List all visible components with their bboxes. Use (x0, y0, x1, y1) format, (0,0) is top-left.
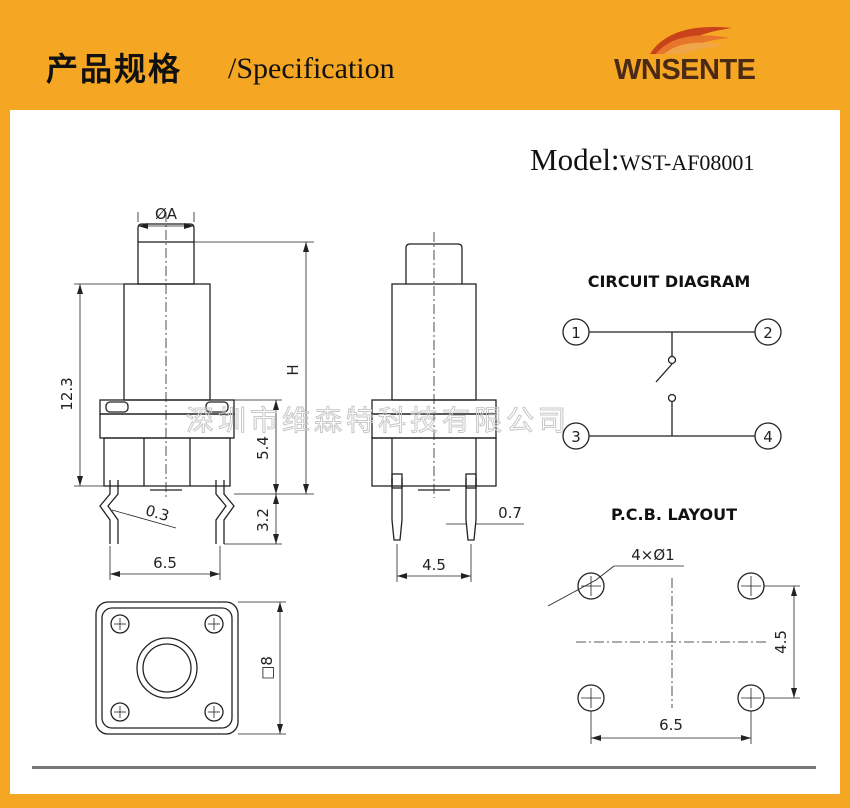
terminal-4: 4 (763, 428, 773, 446)
side-view (371, 232, 524, 582)
title-chinese: 产品规格 (46, 50, 183, 88)
terminal-2: 2 (763, 324, 773, 342)
pcb-dim-6-5: 6.5 (659, 716, 683, 734)
dim-width-4-5: 4.5 (422, 556, 446, 574)
dim-pin-3-2: 3.2 (254, 508, 272, 532)
dim-square-8: □8 (258, 656, 276, 680)
dim-diameter-a: ØA (155, 205, 178, 223)
dim-height-12-3: 12.3 (58, 377, 76, 410)
model-label: Model:WST-AF08001 (530, 142, 754, 178)
dim-pin-0-7: 0.7 (498, 504, 522, 522)
header-bar: 产品规格 /Specification WNSENTE (0, 0, 850, 110)
top-view (95, 601, 286, 735)
brand-name: WNSENTE (614, 54, 756, 86)
brand-logo-icon (650, 27, 732, 54)
pcb-dim-4-5: 4.5 (772, 630, 790, 654)
circuit-diagram (562, 318, 782, 450)
footer-divider (32, 766, 816, 769)
terminal-1: 1 (571, 324, 581, 342)
model-number: WST-AF08001 (619, 150, 755, 175)
terminal-3: 3 (571, 428, 581, 446)
pcb-layout (547, 565, 800, 744)
dim-lead-0-3: 0.3 (143, 501, 171, 525)
circuit-heading: CIRCUIT DIAGRAM (588, 272, 751, 291)
watermark-text: 深圳市维森特科技有限公司 (186, 404, 570, 437)
pcb-heading: P.C.B. LAYOUT (611, 505, 737, 524)
front-view (74, 212, 314, 580)
title-english: /Specification (228, 52, 395, 85)
pcb-hole-spec: 4×Ø1 (631, 546, 674, 564)
dim-width-6-5: 6.5 (153, 554, 177, 572)
dim-body-5-4: 5.4 (254, 436, 272, 460)
model-prefix: Model: (530, 142, 620, 177)
dim-height-h: H (284, 364, 302, 375)
